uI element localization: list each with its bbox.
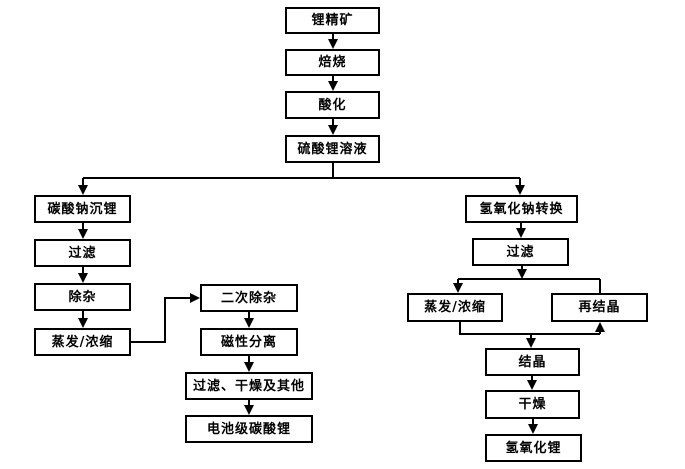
- node-filtration-drying-others: 过滤、干燥及其他: [185, 372, 313, 400]
- node-lithium-sulfate-solution: 硫酸锂溶液: [285, 135, 380, 163]
- node-lithium-concentrate: 锂精矿: [285, 7, 380, 34]
- edge-acidification-to-solution: [328, 119, 338, 135]
- node-impurity-removal: 除杂: [34, 283, 131, 311]
- node-crystallization: 结晶: [485, 348, 580, 376]
- edge-secondary-to-magnetic: [244, 312, 254, 328]
- edge-filtration-drying-to-battery: [244, 400, 254, 415]
- edge-filtration-to-impurity: [78, 267, 88, 283]
- node-battery-grade-lithium-carbonate: 电池级碳酸锂: [185, 415, 313, 443]
- arrowhead-down: [244, 318, 254, 328]
- arrowhead-down: [528, 424, 538, 434]
- arrowhead-right: [190, 293, 200, 303]
- node-evaporation-concentration-left: 蒸发/浓缩: [34, 328, 131, 356]
- node-secondary-impurity-removal: 二次除杂: [200, 284, 298, 312]
- edge-concentrate-to-roasting: [328, 34, 338, 49]
- arrowhead-down: [78, 229, 88, 239]
- arrowhead-down: [517, 269, 527, 279]
- edge-segment: [459, 322, 600, 335]
- node-evaporation-concentration-right: 蒸发/浓缩: [407, 293, 503, 322]
- edge-solution-split: [78, 163, 525, 195]
- edge-drying-to-lioh: [528, 419, 538, 434]
- edge-filtration-right-split: [453, 266, 601, 293]
- arrowhead-down: [328, 39, 338, 49]
- node-sodium-carbonate-precipitation: 碳酸钠沉锂: [34, 195, 131, 223]
- edge-magnetic-to-filtration-drying: [244, 356, 254, 372]
- arrowhead-down: [515, 185, 525, 195]
- arrowhead-down: [328, 81, 338, 91]
- edge-segment: [131, 297, 190, 343]
- arrowhead-down: [526, 338, 536, 348]
- node-filtration-right: 过滤: [472, 238, 569, 266]
- arrowhead-down: [78, 185, 88, 195]
- arrowhead-down: [244, 405, 254, 415]
- arrowhead-down: [78, 273, 88, 283]
- arrowhead-down: [516, 228, 526, 238]
- node-magnetic-separation: 磁性分离: [200, 328, 298, 356]
- edge-impurity-to-evaporation: [78, 311, 88, 328]
- node-lithium-hydroxide: 氢氧化锂: [485, 434, 582, 462]
- edge-roasting-to-acidification: [328, 76, 338, 91]
- arrowhead-down: [453, 283, 463, 293]
- arrowhead-down: [78, 318, 88, 328]
- node-acidification: 酸化: [285, 91, 380, 119]
- node-recrystallization: 再结晶: [551, 293, 648, 322]
- edge-evaporation-right-split: [459, 322, 605, 348]
- arrowhead-down: [328, 125, 338, 135]
- arrowhead-down: [244, 362, 254, 372]
- edge-precipitation-to-filtration: [78, 223, 88, 239]
- edge-evaporation-to-secondary: [131, 293, 200, 343]
- node-filtration-left: 过滤: [34, 239, 131, 267]
- edge-naoh-to-filtration: [516, 223, 526, 238]
- arrowhead-down: [527, 380, 537, 390]
- arrowhead-up: [595, 322, 605, 332]
- node-roasting: 焙烧: [285, 49, 380, 76]
- node-sodium-hydroxide-conversion: 氢氧化钠转换: [465, 195, 578, 223]
- node-drying: 干燥: [485, 390, 580, 419]
- edge-crystallization-to-drying: [527, 376, 537, 390]
